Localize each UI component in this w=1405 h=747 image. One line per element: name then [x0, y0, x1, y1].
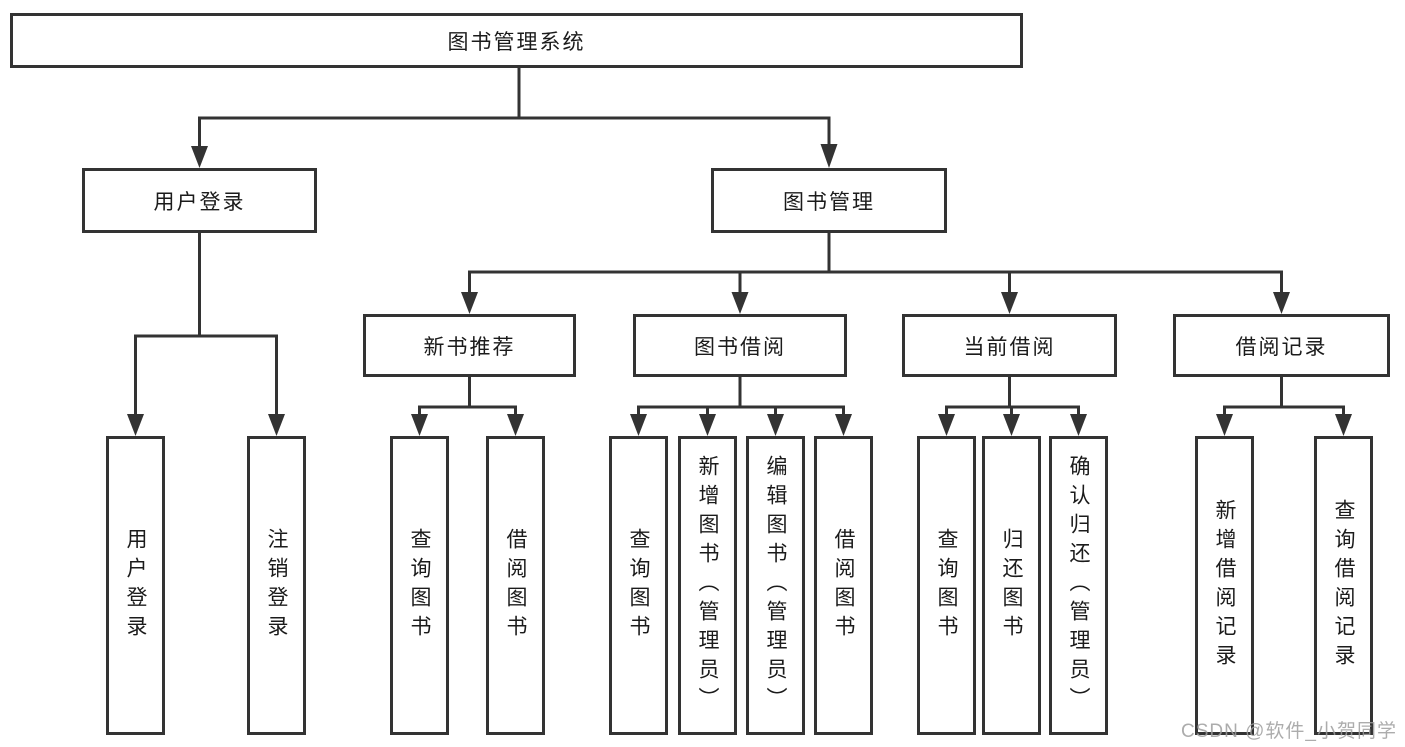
node-new-book-recommend: 新书推荐: [363, 314, 576, 377]
node-borrowing-records: 借阅记录: [1173, 314, 1390, 377]
arrow-down-icon: [1070, 414, 1087, 436]
node-label: 借阅图书: [504, 527, 527, 644]
arrow-down-icon: [767, 414, 784, 436]
leaf-borrowing-query-books: 查询图书: [609, 436, 668, 735]
arrow-down-icon: [268, 414, 285, 436]
arrow-down-icon: [699, 414, 716, 436]
node-label: 当前借阅: [963, 335, 1056, 359]
arrow-down-icon: [507, 414, 524, 436]
node-label: 图书管理系统: [447, 30, 586, 54]
node-label: 图书借阅: [694, 335, 786, 359]
leaf-borrowing-add-books-admin: 新增图书（管理员）: [678, 436, 737, 735]
leaf-recommend-query-books: 查询图书: [390, 436, 449, 735]
arrow-down-icon: [820, 144, 838, 168]
node-label: 查询图书: [935, 527, 958, 644]
arrow-down-icon: [1003, 414, 1020, 436]
node-label: 查询图书: [408, 527, 431, 644]
arrow-down-icon: [461, 292, 478, 314]
arrow-down-icon: [191, 146, 208, 168]
arrow-down-icon: [630, 414, 647, 436]
node-label: 用户登录: [124, 527, 147, 644]
node-label: 新书推荐: [423, 335, 516, 359]
leaf-user-login: 用户登录: [106, 436, 165, 735]
node-root-library-system: 图书管理系统: [10, 13, 1023, 68]
node-label: 用户登录: [153, 190, 246, 214]
arrow-down-icon: [127, 414, 144, 436]
arrow-down-icon: [1001, 292, 1018, 314]
leaf-borrowing-edit-books-admin: 编辑图书（管理员）: [746, 436, 805, 735]
arrow-down-icon: [1335, 414, 1352, 436]
arrow-down-icon: [1216, 414, 1233, 436]
node-label: 查询借阅记录: [1332, 498, 1355, 673]
node-user-login: 用户登录: [82, 168, 317, 233]
leaf-records-query-record: 查询借阅记录: [1314, 436, 1373, 735]
leaf-current-return-books: 归还图书: [982, 436, 1041, 735]
node-book-borrowing: 图书借阅: [633, 314, 847, 377]
leaf-recommend-borrow-books: 借阅图书: [486, 436, 545, 735]
arrow-down-icon: [835, 414, 852, 436]
arrow-down-icon: [411, 414, 428, 436]
node-label: 确认归还（管理员）: [1067, 455, 1090, 716]
node-label: 注销登录: [265, 527, 288, 644]
arrow-down-icon: [731, 292, 749, 314]
leaf-logout-login: 注销登录: [247, 436, 306, 735]
node-book-management: 图书管理: [711, 168, 947, 233]
leaf-current-confirm-return-admin: 确认归还（管理员）: [1049, 436, 1108, 735]
leaf-borrowing-borrow-books: 借阅图书: [814, 436, 873, 735]
node-current-borrowing: 当前借阅: [902, 314, 1117, 377]
node-label: 新增图书（管理员）: [696, 455, 719, 716]
node-label: 新增借阅记录: [1213, 498, 1236, 673]
arrow-down-icon: [1273, 292, 1290, 314]
node-label: 归还图书: [1000, 527, 1023, 644]
node-label: 借阅图书: [832, 527, 855, 644]
leaf-current-query-books: 查询图书: [917, 436, 976, 735]
node-label: 借阅记录: [1235, 335, 1328, 359]
node-label: 编辑图书（管理员）: [764, 455, 787, 716]
arrow-down-icon: [938, 414, 955, 436]
node-label: 图书管理: [783, 190, 875, 214]
leaf-records-add-record: 新增借阅记录: [1195, 436, 1254, 735]
tree-connector-path: [134, 66, 1345, 416]
node-label: 查询图书: [627, 527, 650, 644]
csdn-watermark: CSDN @软件_小贺同学: [1181, 721, 1397, 742]
